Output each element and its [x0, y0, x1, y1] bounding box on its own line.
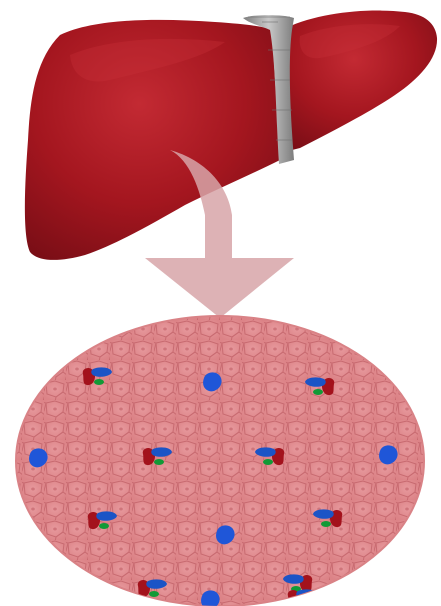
bile-duct	[299, 601, 309, 606]
bile-duct	[263, 459, 273, 465]
bile-duct	[94, 379, 104, 385]
tissue-magnification-icon	[16, 316, 424, 606]
bile-duct	[321, 521, 331, 527]
bile-duct	[154, 459, 164, 465]
bile-duct	[99, 523, 109, 529]
bile-duct	[313, 389, 323, 395]
bile-duct	[149, 591, 159, 597]
tissue-disc	[16, 316, 424, 606]
